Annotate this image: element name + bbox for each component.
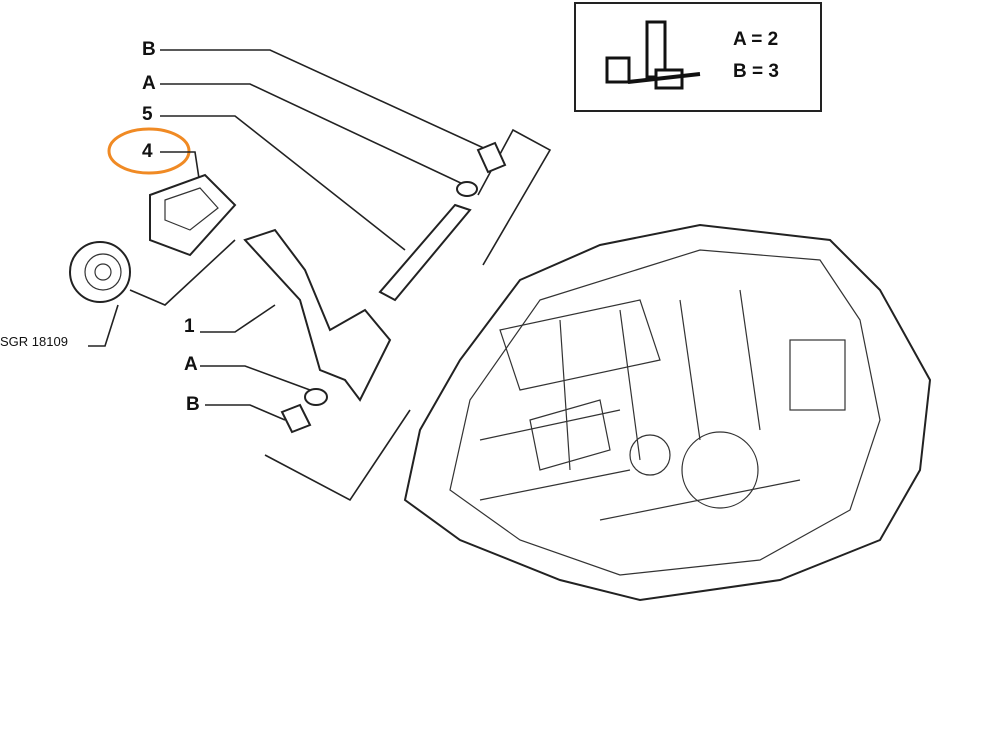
callout-a-top: A bbox=[142, 73, 156, 94]
legend-a: A = 2 bbox=[733, 29, 778, 50]
legend-box: A = 2 B = 3 bbox=[574, 2, 822, 112]
highlight-circle bbox=[107, 127, 191, 175]
part-5-shaft bbox=[378, 203, 472, 302]
part-4-boot bbox=[149, 173, 237, 257]
callout-b-bottom: B bbox=[186, 394, 200, 415]
callout-4: 4 bbox=[142, 141, 153, 162]
bushing-top bbox=[476, 141, 507, 174]
callout-5: 5 bbox=[142, 104, 153, 125]
part-1-fork bbox=[243, 228, 392, 402]
o-ring-top bbox=[456, 181, 478, 197]
bushing-bottom bbox=[280, 403, 312, 434]
callout-a-bottom: A bbox=[184, 354, 198, 375]
kit-icon bbox=[605, 20, 701, 90]
leader-lines bbox=[88, 49, 552, 502]
gearbox-housing bbox=[403, 223, 932, 602]
callout-b-top: B bbox=[142, 39, 156, 60]
o-ring-bottom bbox=[304, 388, 328, 406]
bearing bbox=[69, 241, 131, 303]
legend-b: B = 3 bbox=[733, 61, 779, 82]
reference-code: SGR 18109 bbox=[0, 334, 68, 349]
callout-1: 1 bbox=[184, 316, 195, 337]
